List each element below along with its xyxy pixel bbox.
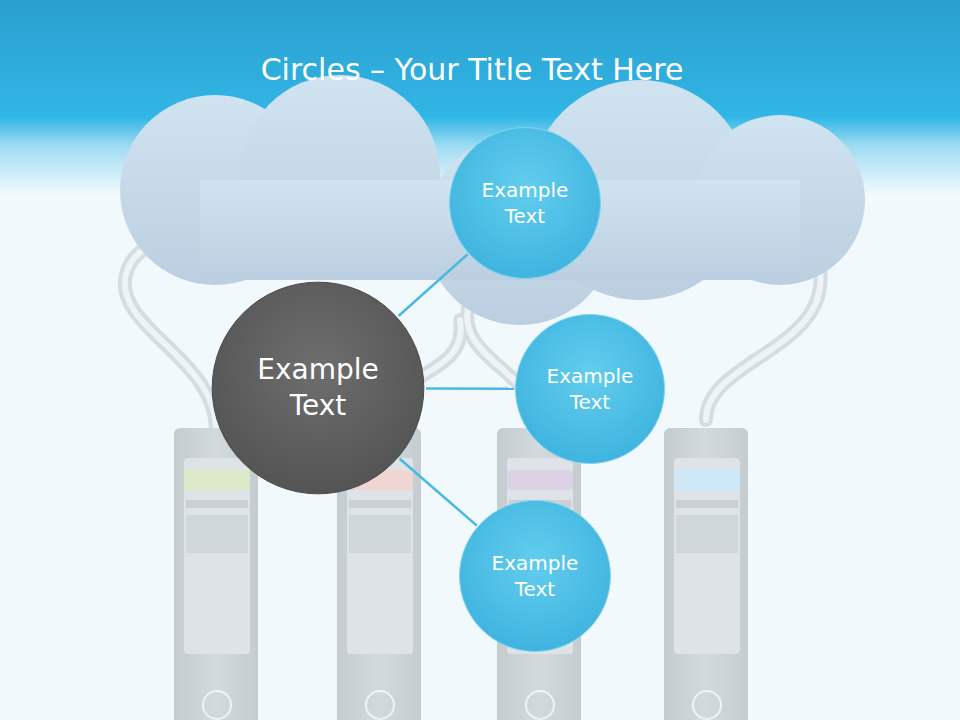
- satellite-circle: Example Text: [458, 499, 612, 653]
- slide-title: Circles – Your Title Text Here: [0, 52, 944, 87]
- circle-label: Example Text: [543, 363, 637, 415]
- hub-circle: Example Text: [210, 280, 426, 496]
- circle-shape: [448, 126, 602, 280]
- connector-line: [399, 254, 468, 316]
- satellite-circle: Example Text: [514, 313, 666, 465]
- connector-line: [400, 459, 477, 526]
- circle-label: Example Text: [478, 177, 573, 229]
- satellite-circle: Example Text: [448, 126, 602, 280]
- connector-line: [426, 388, 514, 389]
- circle-shape: [458, 499, 612, 653]
- circle-label: Example Text: [251, 352, 385, 425]
- circle-label: Example Text: [488, 550, 583, 602]
- cloud: [120, 75, 865, 325]
- circle-shape: [210, 280, 426, 496]
- circle-shape: [514, 313, 666, 465]
